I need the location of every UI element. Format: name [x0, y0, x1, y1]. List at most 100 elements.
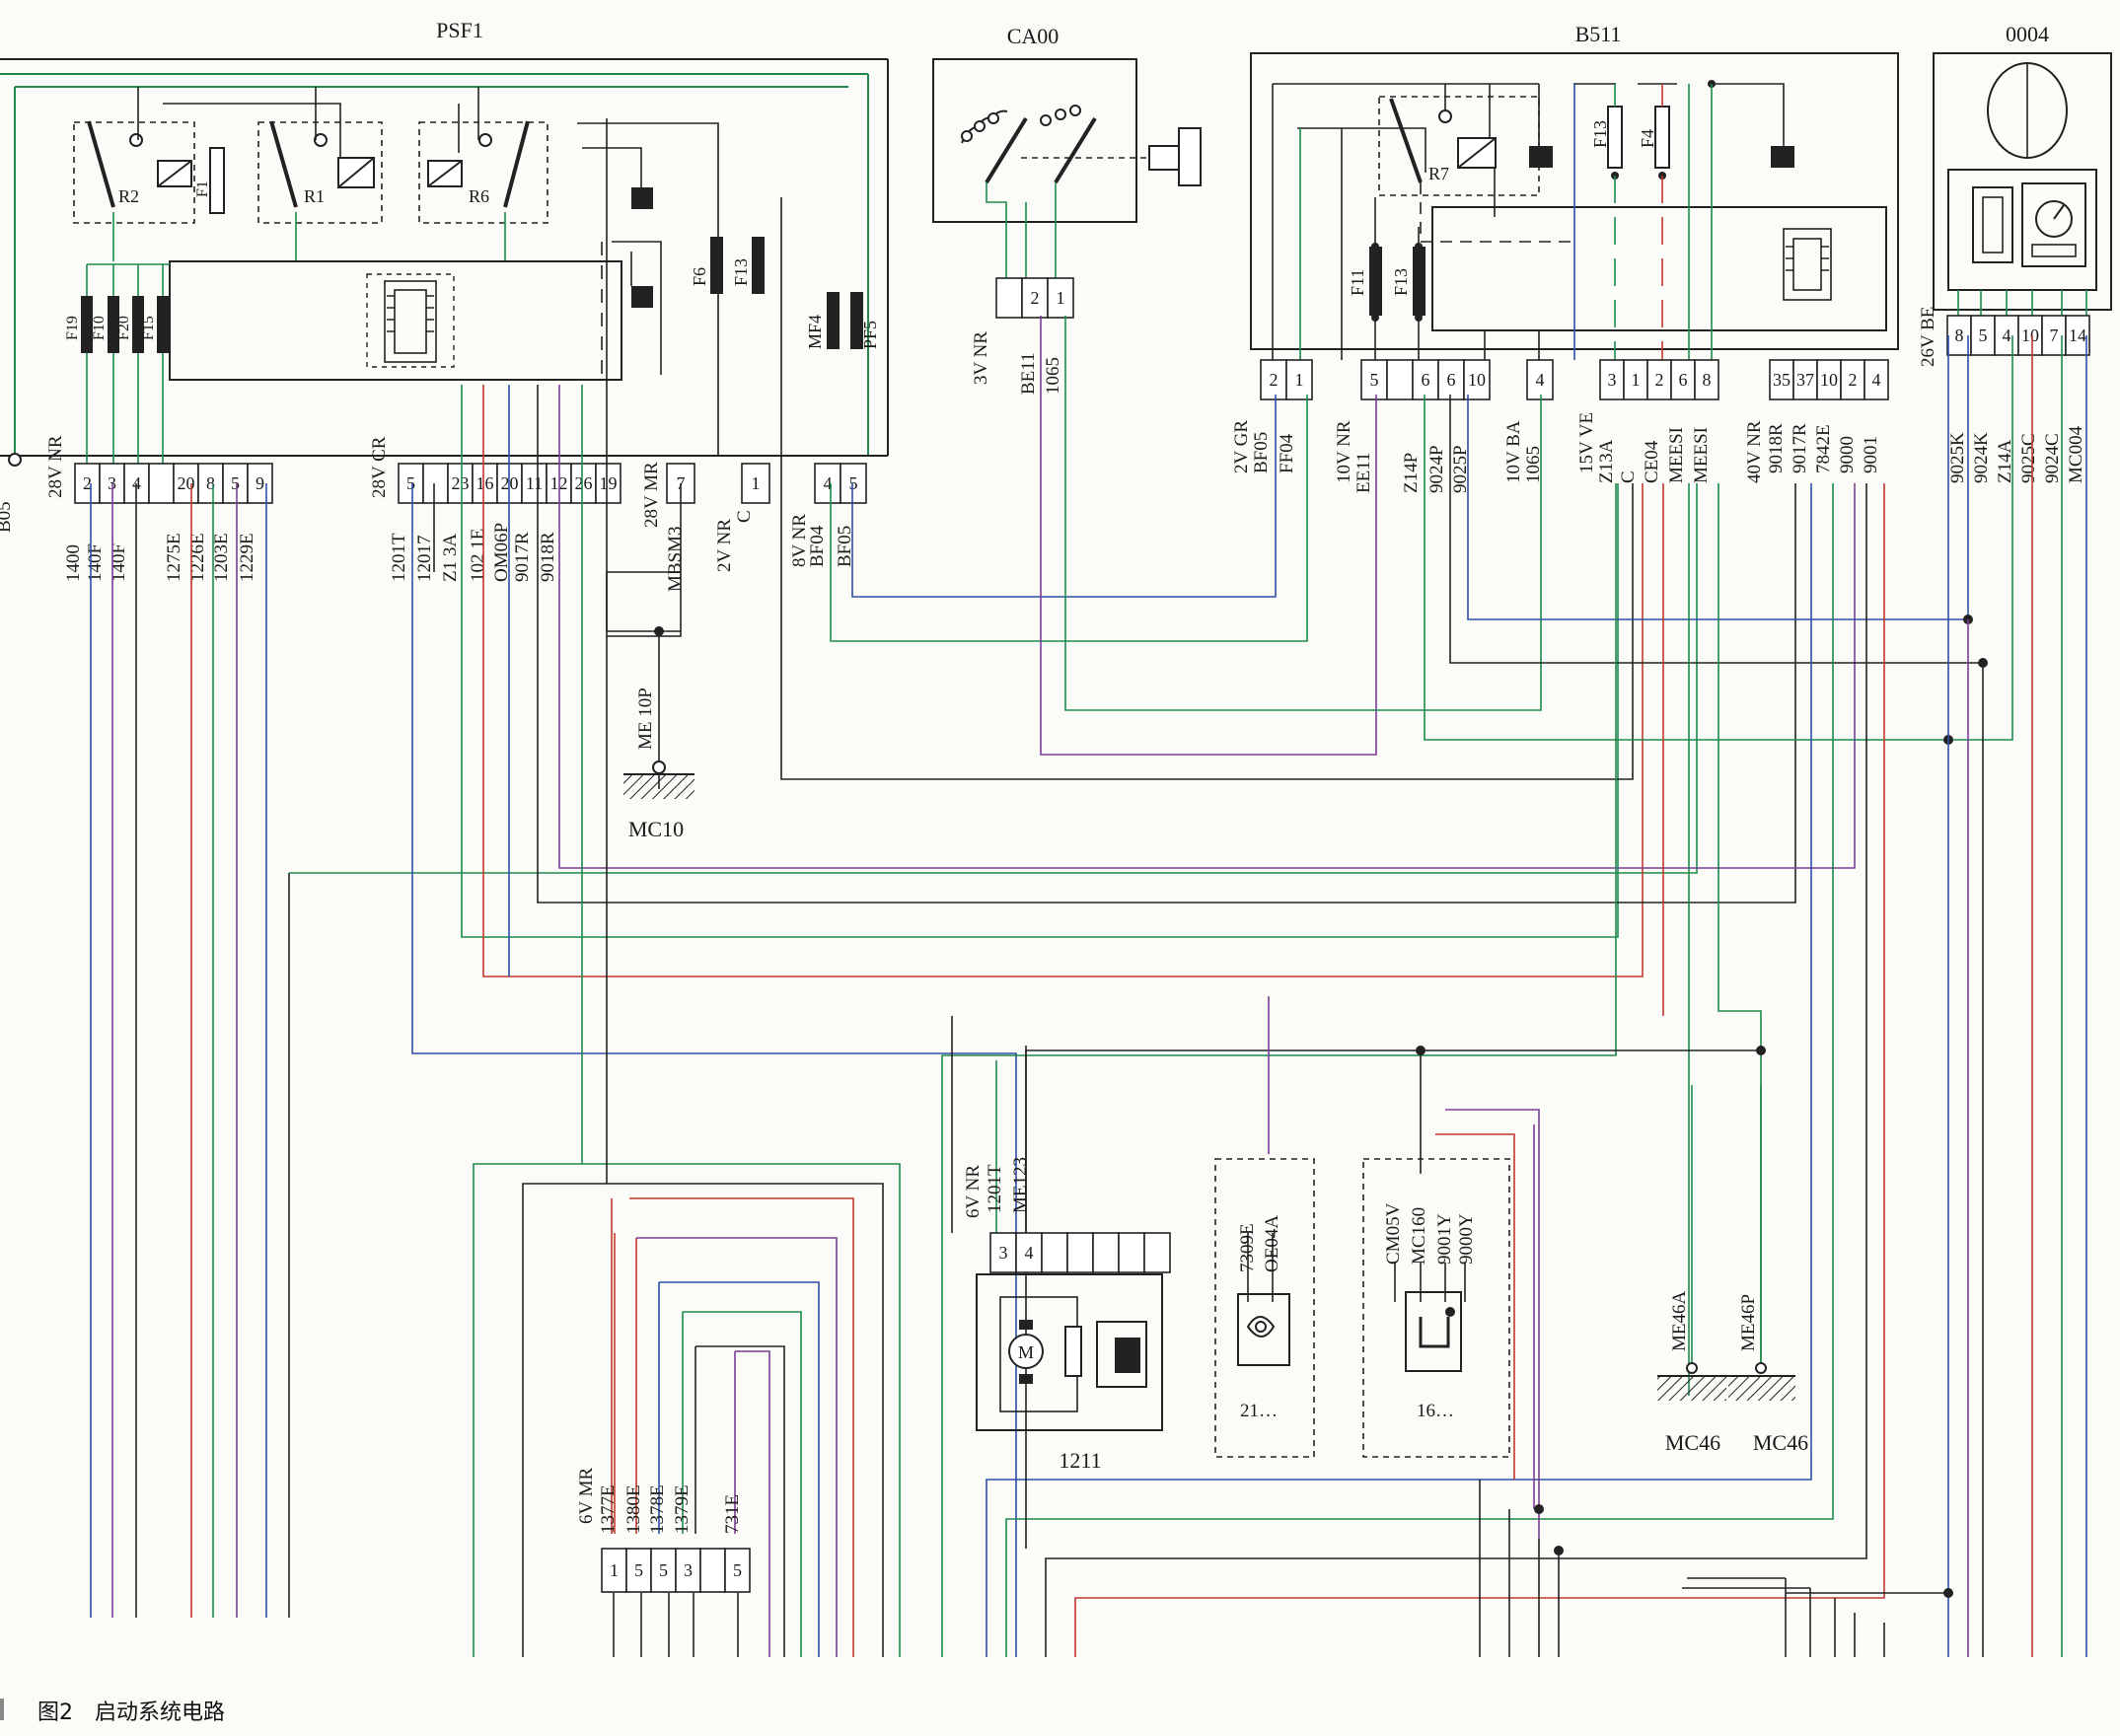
wire-label: 1065	[1043, 357, 1063, 395]
pin-label: 8	[1703, 370, 1712, 390]
wire-label: BF05	[1251, 432, 1272, 473]
pin-label: 4	[824, 473, 833, 493]
wire-label: 9025C	[2018, 433, 2039, 483]
b511-connector-c: 4	[1526, 359, 1554, 400]
pin-label: 5	[406, 473, 415, 493]
svg-text:16…: 16…	[1417, 1401, 1454, 1421]
b511-fuse-f13: F13	[1391, 227, 1426, 360]
svg-text:F10: F10	[91, 316, 108, 340]
wire-label: MEESI	[1666, 427, 1687, 483]
ground-me46p: ME46P MC46	[1726, 1085, 1808, 1455]
wire-label: 1380E	[623, 1484, 644, 1534]
wire-label: 9024K	[1971, 432, 1992, 483]
wire-label: 2V NR	[714, 519, 735, 572]
wire-label: Z14A	[1995, 439, 2015, 483]
wire-label: Z13A	[1596, 439, 1617, 483]
pin-label: 5	[1979, 326, 1988, 345]
svg-text:1211: 1211	[1059, 1448, 1101, 1473]
b511-d-header: 15V VE	[1576, 412, 1597, 473]
pin-label: 1	[1057, 288, 1065, 308]
pin-label: 14	[2069, 326, 2086, 345]
pin-label: 20	[178, 473, 195, 493]
svg-text:F13: F13	[731, 258, 751, 286]
b511-box: B511 R7 F11	[1231, 22, 1899, 493]
wire-label: 12017	[414, 536, 435, 583]
wire-label: 9017R	[1790, 423, 1810, 473]
pin-label: 10	[2021, 326, 2039, 345]
wire-label: MBSM3	[665, 526, 686, 592]
ground-me10p: ME 10P MC10	[606, 571, 694, 841]
wire-label: 1275E	[164, 533, 184, 582]
seat-switch-icon	[1405, 1291, 1462, 1372]
psf1-d-wires: C	[734, 510, 755, 523]
b511-c-header: 10V BA	[1503, 420, 1524, 483]
wire-label: 26V BE	[1918, 307, 1938, 367]
pin-label: 19	[600, 473, 618, 493]
wire-label: 9024P	[1426, 445, 1447, 493]
pin-label: 5	[733, 1560, 742, 1580]
pin-label: 3	[999, 1243, 1008, 1263]
wire-label: 1226E	[187, 533, 208, 582]
lamp-icon	[1237, 1293, 1290, 1366]
pin-label: 2	[1270, 370, 1279, 390]
svg-text:PF5: PF5	[860, 321, 880, 349]
wire-label: BE11	[1018, 352, 1039, 395]
pin-label: 5	[1370, 370, 1379, 390]
psf1-b-header: 28V CR	[369, 436, 390, 498]
wire-label: 6V NR	[963, 1165, 984, 1218]
figure-caption: 图2 启动系统电路	[37, 1700, 225, 1725]
wire-label: 28V MR	[641, 462, 662, 528]
svg-text:MC46: MC46	[1665, 1430, 1720, 1455]
pin-label: 2	[1031, 288, 1040, 308]
wire-label: 9024C	[2042, 433, 2063, 483]
pin-label: 1	[610, 1560, 619, 1580]
wire-label: 10V NR	[1334, 420, 1354, 483]
wire-label: 1201T	[985, 1164, 1005, 1213]
pin-label: 11	[526, 473, 543, 493]
psf1-fuse-group: F19 F10 F20 F15	[64, 263, 170, 464]
wire-label: 9018R	[1766, 423, 1787, 473]
pin-label: 26	[575, 473, 593, 493]
wire-label: 9000	[1837, 436, 1858, 473]
pin-label: 1	[752, 473, 761, 493]
psf1-fuse-pf5: PF5	[850, 292, 880, 349]
svg-text:F13: F13	[1590, 120, 1610, 148]
b511-c-wires: 1065	[1523, 446, 1544, 483]
wire-label: 9018R	[538, 532, 558, 582]
psf1-c-wires: MBSM3	[665, 526, 686, 592]
wire-label: 140F	[85, 543, 106, 582]
caption-marker	[0, 1699, 4, 1720]
svg-text:F19: F19	[64, 316, 81, 340]
bottom-header: 6V MR	[576, 1467, 597, 1524]
svg-text:F11: F11	[1348, 269, 1367, 296]
wire-label: 140F	[109, 543, 129, 582]
fuse-f1: F1	[194, 147, 225, 214]
psf1-box: PSF1 R2 F1 R1	[0, 18, 889, 592]
svg-text:0004: 0004	[2006, 22, 2049, 46]
b511-fuse-f4: F4	[1638, 106, 1670, 180]
psf1-e-header: 8V NR	[789, 514, 810, 567]
svg-text:ME46P: ME46P	[1738, 1294, 1759, 1351]
pin-label: 5	[231, 473, 240, 493]
pin-label: 7	[2050, 326, 2059, 345]
wire-label: 8V NR	[789, 514, 810, 567]
relay-r7: R7	[1378, 96, 1540, 196]
pin-label: 6	[1679, 370, 1688, 390]
wire-label: 9025P	[1450, 445, 1471, 493]
b511-b-header: 10V NR	[1334, 420, 1354, 483]
pin-label: 1	[1632, 370, 1641, 390]
svg-text:M: M	[1018, 1342, 1034, 1362]
psf1-a-header: 28V NR	[45, 435, 66, 498]
